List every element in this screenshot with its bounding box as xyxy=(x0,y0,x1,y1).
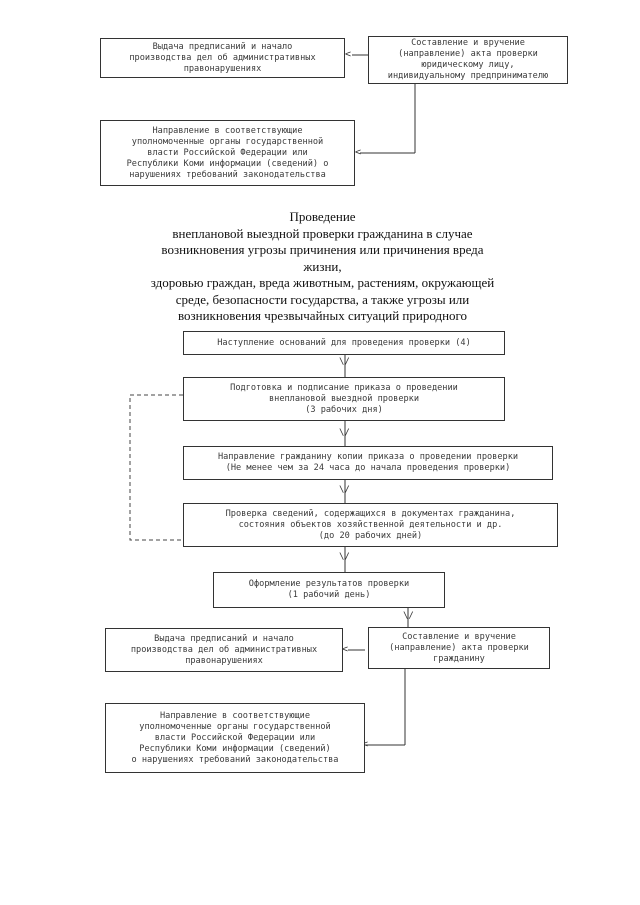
step-results-box: Оформление результатов проверки (1 рабоч… xyxy=(213,572,445,608)
bottom-compile-act-text: Составление и вручение (направление) акт… xyxy=(389,631,529,664)
bottom-compile-act-box: Составление и вручение (направление) акт… xyxy=(368,627,550,669)
top-issue-orders-text: Выдача предписаний и начало производства… xyxy=(129,41,316,74)
top-compile-act-box: Составление и вручение (направление) акт… xyxy=(368,36,568,84)
step-copy-text: Направление гражданину копии приказа о п… xyxy=(217,452,519,473)
down-arrow-icon: \/ xyxy=(339,552,350,562)
step-order-box: Подготовка и подписание приказа о провед… xyxy=(183,377,505,421)
top-compile-act-text: Составление и вручение (направление) акт… xyxy=(387,38,549,81)
step-order-text: Подготовка и подписание приказа о провед… xyxy=(230,382,458,415)
left-arrow-icon: < xyxy=(355,147,362,158)
step-copy-box: Направление гражданину копии приказа о п… xyxy=(183,446,553,480)
left-arrow-icon: < xyxy=(345,49,352,60)
step-grounds-text: Наступление оснований для проведения про… xyxy=(217,337,471,348)
down-arrow-icon: \/ xyxy=(339,428,350,438)
step-grounds-box: Наступление оснований для проведения про… xyxy=(183,331,505,355)
down-arrow-icon: \/ xyxy=(339,485,350,495)
section-title: Проведение внеплановой выездной проверки… xyxy=(150,209,495,340)
bottom-send-to-bodies-box: Направление в соответствующие уполномоче… xyxy=(105,703,365,773)
step-check-box: Проверка сведений, содержащихся в докуме… xyxy=(183,503,558,547)
top-issue-orders-box: Выдача предписаний и начало производства… xyxy=(100,38,345,78)
bottom-send-to-bodies-text: Направление в соответствующие уполномоче… xyxy=(131,710,339,765)
bottom-issue-orders-text: Выдача предписаний и начало производства… xyxy=(130,633,318,666)
bottom-issue-orders-box: Выдача предписаний и начало производства… xyxy=(105,628,343,672)
left-arrow-icon: < xyxy=(342,644,349,655)
down-arrow-icon: \/ xyxy=(403,611,414,621)
top-send-to-bodies-box: Направление в соответствующие уполномоче… xyxy=(100,120,355,186)
step-results-text: Оформление результатов проверки (1 рабоч… xyxy=(248,579,410,600)
top-send-to-bodies-text: Направление в соответствующие уполномоче… xyxy=(126,125,329,180)
down-arrow-icon: \/ xyxy=(339,357,350,367)
left-arrow-icon: < xyxy=(362,739,369,750)
step-check-text: Проверка сведений, содержащихся в докуме… xyxy=(225,508,516,541)
